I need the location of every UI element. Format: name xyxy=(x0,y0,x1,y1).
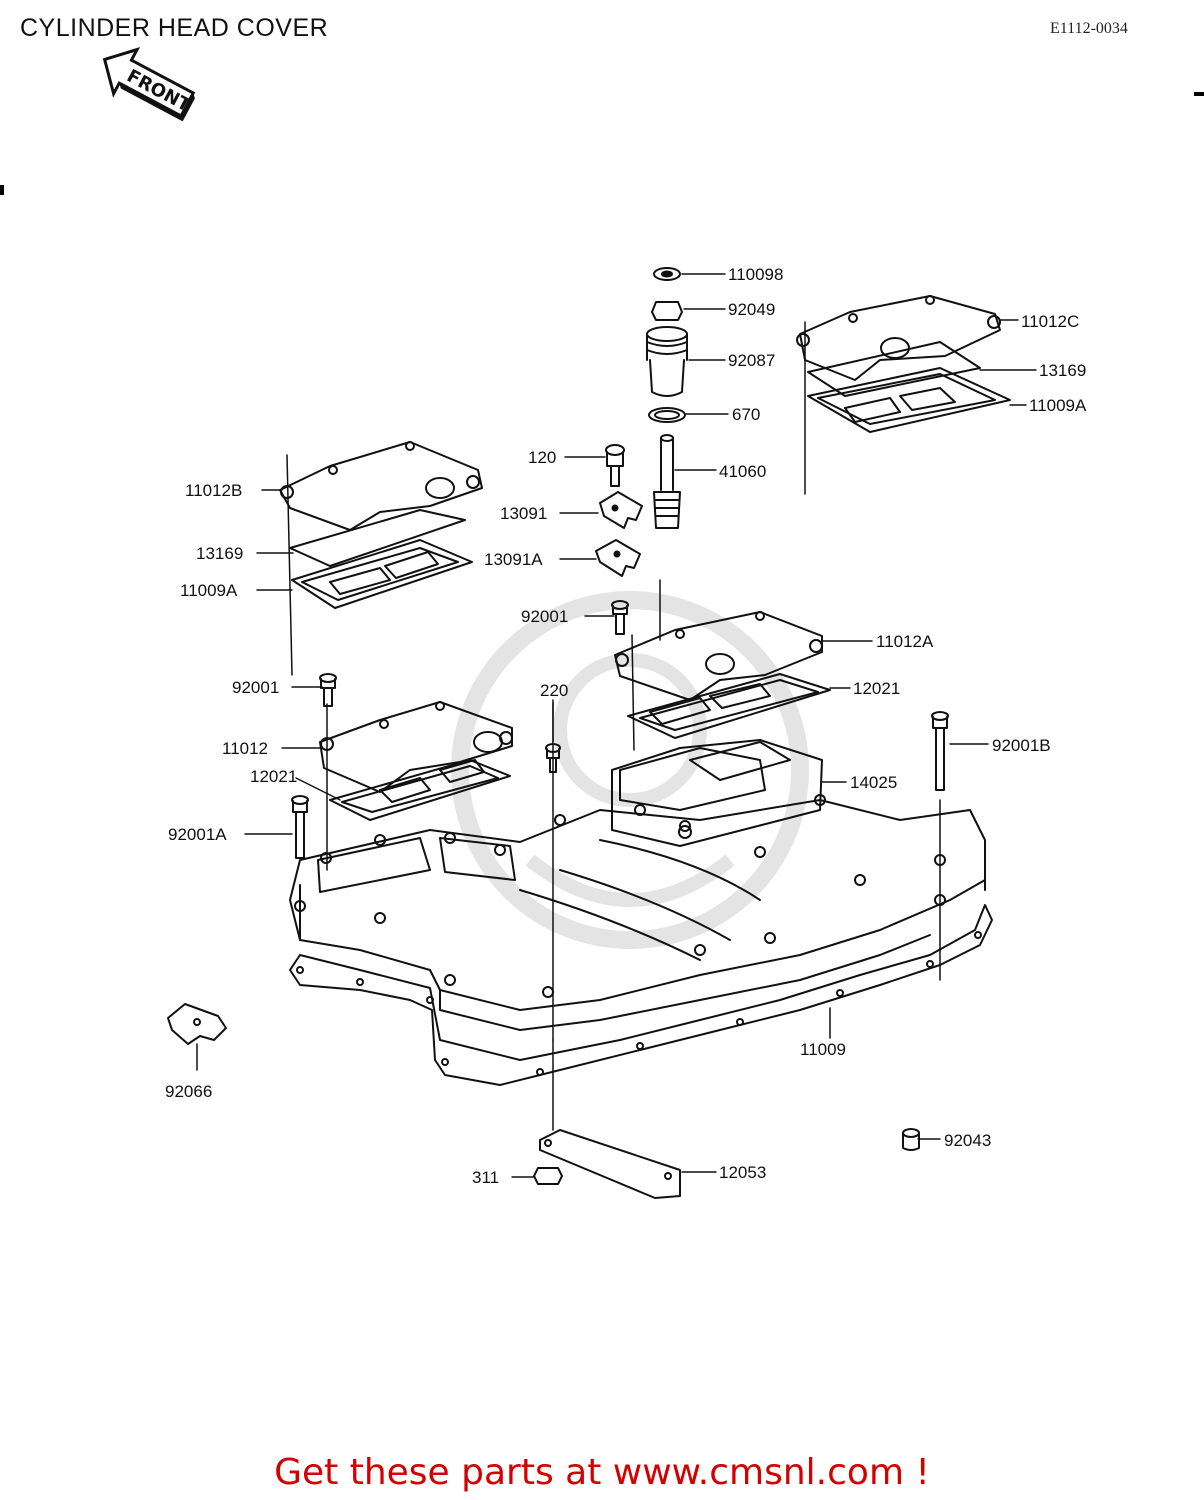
part-label-14025[interactable]: 14025 xyxy=(850,773,897,792)
part-label-110098[interactable]: 110098 xyxy=(728,265,783,284)
long-bolts xyxy=(291,699,949,1131)
diagram-code: E1112-0034 xyxy=(1050,20,1128,37)
main-gasket-11009 xyxy=(289,904,993,1086)
part-label-41060[interactable]: 41060 xyxy=(719,462,766,481)
part-label-92043[interactable]: 92043 xyxy=(944,1131,991,1150)
part-label-92001-mid[interactable]: 92001 xyxy=(521,607,568,626)
part-label-11009a-right[interactable]: 11009A xyxy=(1029,396,1087,415)
part-label-13091[interactable]: 13091 xyxy=(500,504,547,523)
edge-mark-right xyxy=(1194,92,1204,96)
front-arrow-icon: FRONT xyxy=(102,47,196,122)
part-label-120[interactable]: 120 xyxy=(528,448,556,467)
part-label-92001a[interactable]: 92001A xyxy=(168,825,227,844)
part-label-11012b[interactable]: 11012B xyxy=(185,481,242,500)
part-label-92066[interactable]: 92066 xyxy=(165,1082,212,1101)
part-label-13169-left[interactable]: 13169 xyxy=(196,544,243,563)
footer-link[interactable]: Get these parts at www.cmsnl.com ! xyxy=(274,1452,930,1493)
part-label-11009[interactable]: 11009 xyxy=(800,1040,846,1059)
part-label-13091a[interactable]: 13091A xyxy=(484,550,543,569)
edge-mark-left xyxy=(0,185,4,195)
part-label-11012c[interactable]: 11012C xyxy=(1021,312,1079,331)
part-label-11012a[interactable]: 11012A xyxy=(876,632,934,651)
part-label-12021-left[interactable]: 12021 xyxy=(250,767,297,786)
part-labels: 110098 92049 92087 670 41060 120 13091 1… xyxy=(165,265,1087,1187)
part-label-92087[interactable]: 92087 xyxy=(728,351,775,370)
part-label-220[interactable]: 220 xyxy=(540,681,568,700)
part-label-92049[interactable]: 92049 xyxy=(728,300,775,319)
cover-11012 xyxy=(319,673,513,871)
part-label-13169-right[interactable]: 13169 xyxy=(1039,361,1086,380)
stack-parts xyxy=(595,267,688,635)
part-label-92001b[interactable]: 92001B xyxy=(992,736,1051,755)
main-cover-body xyxy=(289,739,986,1031)
bottom-parts xyxy=(167,1003,920,1199)
cover-11012c xyxy=(796,295,1011,495)
part-label-670[interactable]: 670 xyxy=(732,405,760,424)
page-title: CYLINDER HEAD COVER xyxy=(20,14,329,42)
part-label-12021-right[interactable]: 12021 xyxy=(853,679,900,698)
leader-lines xyxy=(244,273,1037,1178)
cover-11012a xyxy=(614,579,831,751)
part-label-311[interactable]: 311 xyxy=(472,1168,499,1187)
part-label-11012[interactable]: 11012 xyxy=(222,739,268,758)
part-label-92001-left[interactable]: 92001 xyxy=(232,678,279,697)
part-label-11009a-left[interactable]: 11009A xyxy=(180,581,238,600)
cover-11012b xyxy=(279,441,483,676)
part-label-12053[interactable]: 12053 xyxy=(719,1163,766,1182)
